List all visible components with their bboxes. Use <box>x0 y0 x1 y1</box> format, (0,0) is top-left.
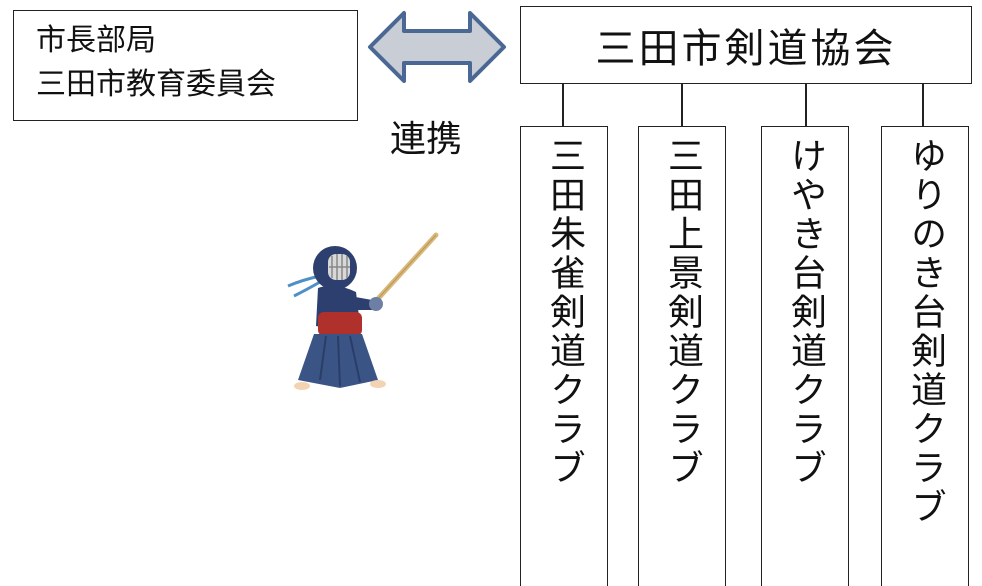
city-office-line1: 市長部局 <box>36 23 156 58</box>
double-arrow-icon <box>368 11 506 83</box>
connector-line <box>562 84 564 127</box>
club-box: けやき台剣道クラブ <box>761 126 849 586</box>
club-label: けやき台剣道クラブ <box>785 137 826 488</box>
club-label: ゆりのき台剣道クラブ <box>905 137 946 527</box>
connector-line <box>805 84 807 127</box>
city-office-box: 市長部局 三田市教育委員会 <box>13 10 358 121</box>
club-box: ゆりのき台剣道クラブ <box>881 126 969 586</box>
association-box: 三田市剣道協会 <box>520 6 972 84</box>
link-label: 連携 <box>390 119 463 160</box>
connector-line <box>681 84 683 127</box>
club-box: 三田上景剣道クラブ <box>638 126 726 586</box>
club-box: 三田朱雀剣道クラブ <box>520 126 608 586</box>
association-title: 三田市剣道協会 <box>595 26 897 72</box>
club-label: 三田朱雀剣道クラブ <box>544 137 585 488</box>
club-label: 三田上景剣道クラブ <box>662 137 703 488</box>
kendo-player-illustration <box>287 232 439 390</box>
connector-line <box>922 84 924 127</box>
city-office-line2: 三田市教育委員会 <box>36 67 276 102</box>
